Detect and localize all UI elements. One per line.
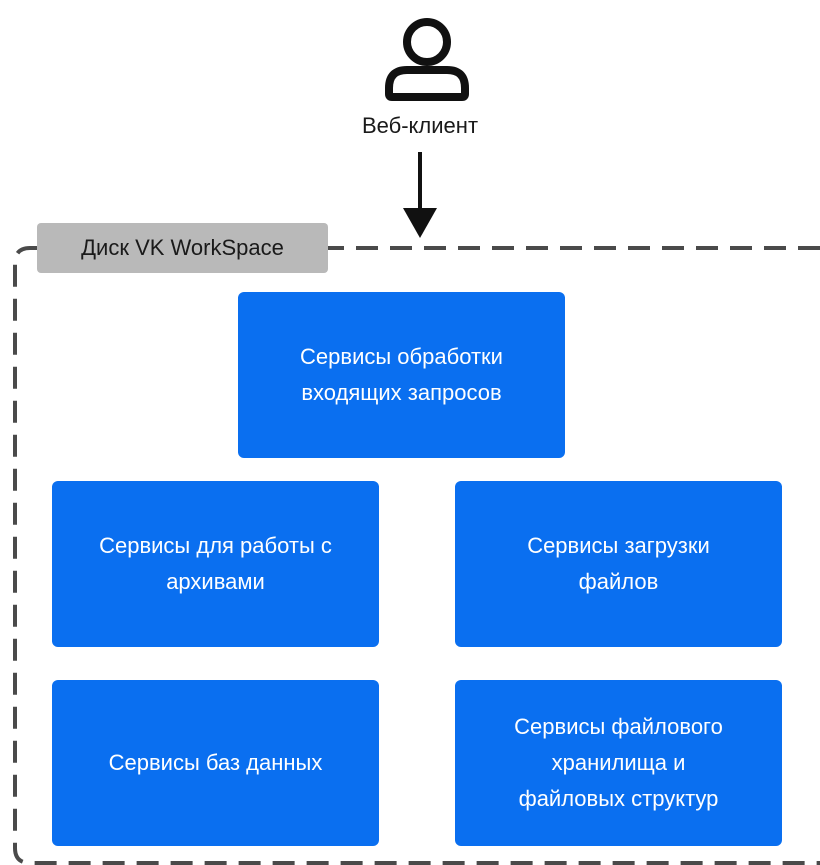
file-storage-service-box: Сервисы файлового хранилища и файловых с… <box>455 680 782 846</box>
file-storage-line-1: Сервисы файлового <box>514 714 723 739</box>
file-upload-line-1: Сервисы загрузки <box>527 533 710 558</box>
archives-line-1: Сервисы для работы с <box>99 533 332 558</box>
file-upload-line-2: файлов <box>578 569 659 594</box>
request-arrow <box>403 152 437 238</box>
container-label: Диск VK WorkSpace <box>37 223 328 273</box>
container-border <box>13 246 820 865</box>
incoming-requests-line-1: Сервисы обработки <box>300 344 503 369</box>
incoming-requests-service-box: Сервисы обработки входящих запросов <box>238 292 565 458</box>
container-label-text: Диск VK WorkSpace <box>81 235 284 260</box>
databases-line-1: Сервисы баз данных <box>108 750 323 775</box>
incoming-requests-line-2: входящих запросов <box>301 380 502 405</box>
file-upload-service-box: Сервисы загрузки файлов <box>455 481 782 647</box>
file-storage-line-2: хранилища и <box>551 750 686 775</box>
archives-line-2: архивами <box>166 569 265 594</box>
databases-service-box: Сервисы баз данных <box>52 680 379 846</box>
archives-service-box: Сервисы для работы с архивами <box>52 481 379 647</box>
client-label: Веб-клиент <box>361 113 479 138</box>
user-icon <box>385 18 469 101</box>
file-storage-line-3: файловых структур <box>518 786 719 811</box>
